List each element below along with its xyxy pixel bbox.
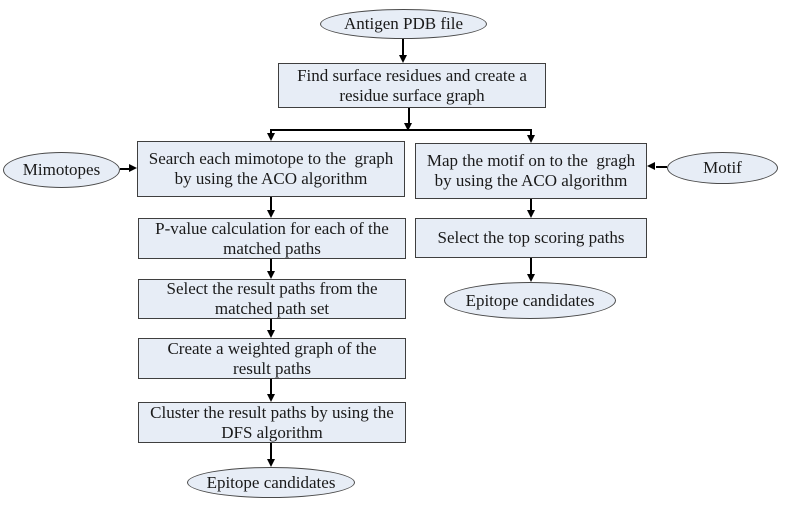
arrowhead-down-icon — [267, 271, 275, 279]
node-pvalue-calculation: P-value calculation for each of the matc… — [138, 218, 406, 259]
arrowhead-right-icon — [129, 164, 137, 172]
connector-line — [270, 319, 272, 330]
node-label: Cluster the result paths by using the DF… — [150, 402, 394, 442]
node-create-weighted-graph: Create a weighted graph of the result pa… — [138, 338, 406, 379]
connector-line — [270, 443, 272, 459]
connector-line — [402, 39, 404, 55]
node-label: Mimotopes — [22, 160, 101, 179]
node-select-result-paths: Select the result paths from the matched… — [138, 279, 406, 319]
arrowhead-left-icon — [647, 162, 655, 170]
connector-line — [530, 199, 532, 210]
arrowhead-down-icon — [267, 394, 275, 402]
arrowhead-down-icon — [267, 330, 275, 338]
connector-line — [408, 108, 410, 123]
arrowhead-down-icon — [527, 210, 535, 218]
node-epitope-candidates-left: Epitope candidates — [187, 467, 355, 498]
node-label: Epitope candidates — [206, 472, 336, 492]
connector-line — [120, 168, 130, 170]
arrowhead-down-icon — [267, 459, 275, 467]
connector-line — [270, 259, 272, 271]
arrowhead-down-icon — [527, 274, 535, 282]
node-label: Select the result paths from the matched… — [166, 279, 378, 318]
node-mimotopes: Mimotopes — [3, 152, 120, 188]
node-map-motif-aco: Map the motif on to the gragh by using t… — [415, 143, 647, 199]
connector-line — [270, 197, 272, 210]
connector-line — [656, 166, 667, 168]
node-label: Epitope candidates — [465, 290, 595, 310]
branch-line — [271, 129, 531, 131]
connector-line — [530, 258, 532, 274]
connector-line — [530, 129, 532, 136]
node-search-mimotope-aco: Search each mimotope to the graph by usi… — [137, 141, 405, 197]
arrowhead-down-icon — [527, 135, 535, 143]
node-label: Antigen PDB file — [344, 14, 463, 33]
node-label: Select the top scoring paths — [437, 228, 625, 247]
node-motif: Motif — [667, 152, 778, 184]
node-find-surface-residues: Find surface residues and create a resid… — [278, 63, 546, 108]
connector-line — [270, 129, 272, 134]
node-label: Map the motif on to the gragh by using t… — [426, 151, 636, 190]
node-cluster-dfs: Cluster the result paths by using the DF… — [138, 402, 406, 443]
node-label: Motif — [703, 158, 742, 177]
node-antigen-pdb-file: Antigen PDB file — [320, 9, 487, 39]
node-label: Search each mimotope to the graph by usi… — [148, 149, 394, 188]
node-select-top-scoring: Select the top scoring paths — [415, 218, 647, 258]
arrowhead-down-icon — [399, 55, 407, 63]
arrowhead-down-icon — [404, 123, 412, 131]
node-epitope-candidates-right: Epitope candidates — [444, 282, 616, 319]
arrowhead-down-icon — [267, 133, 275, 141]
node-label: Create a weighted graph of the result pa… — [167, 338, 377, 378]
node-label: P-value calculation for each of the matc… — [155, 218, 389, 258]
node-label: Find surface residues and create a resid… — [297, 65, 527, 105]
connector-line — [270, 379, 272, 394]
arrowhead-down-icon — [267, 210, 275, 218]
